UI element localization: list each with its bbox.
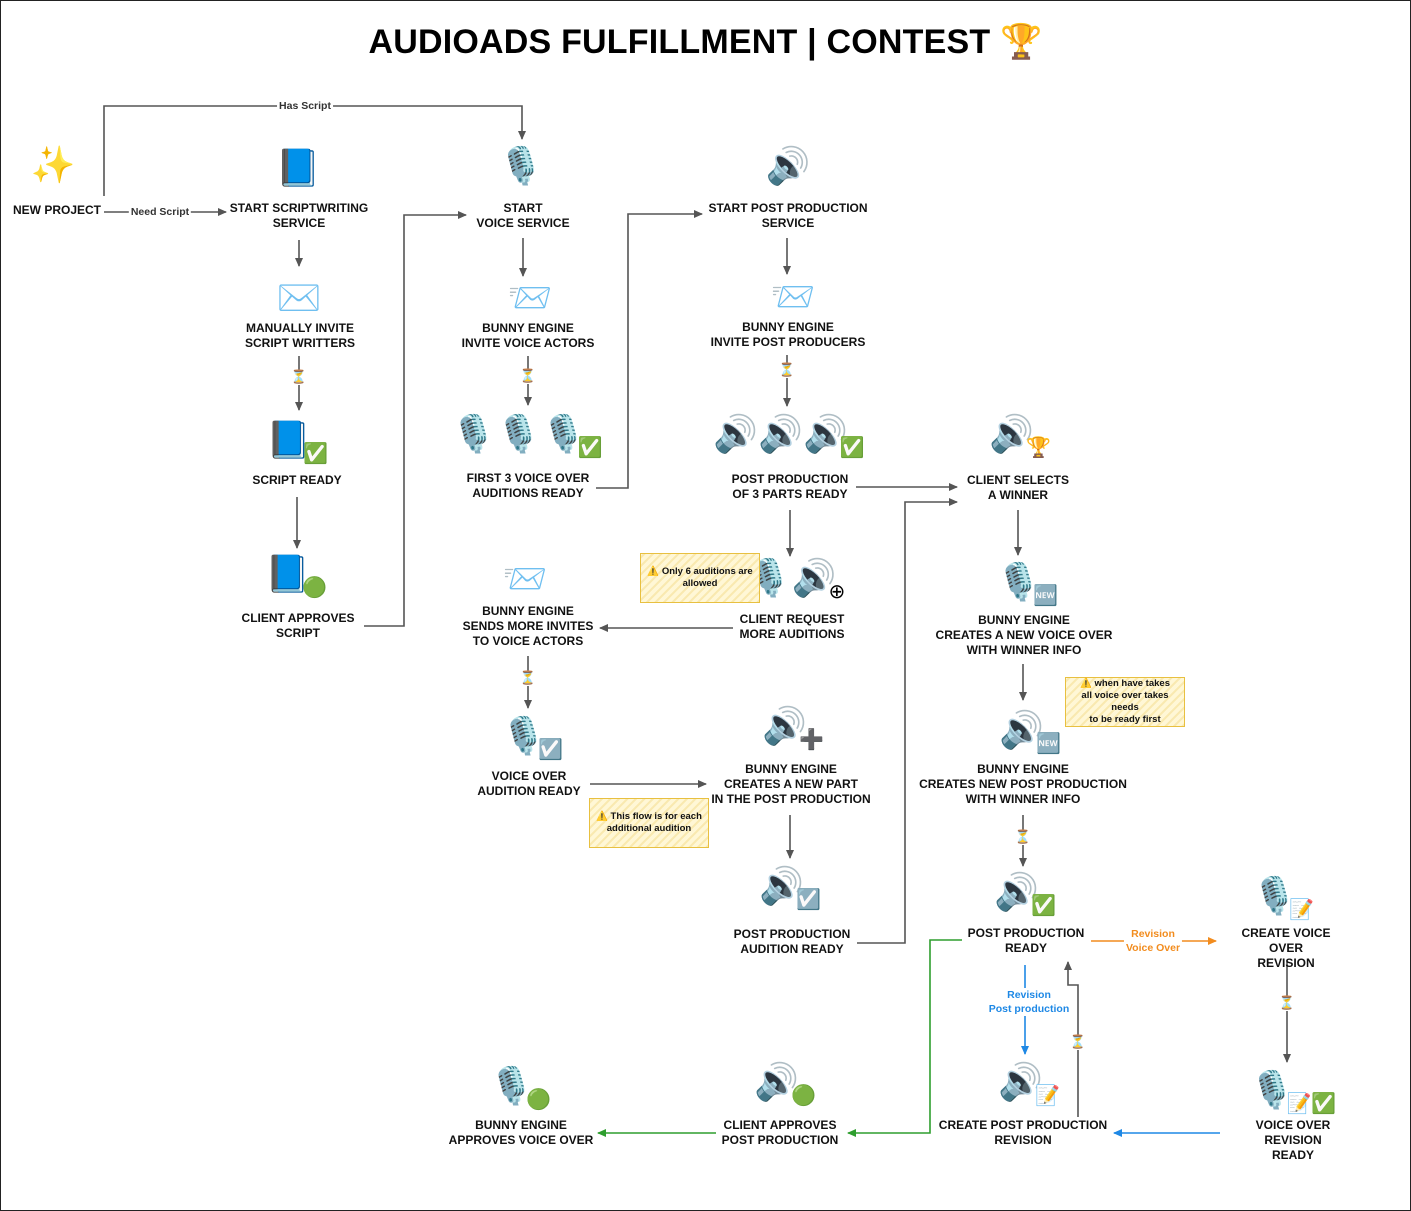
node-voice-revision-ready: VOICE OVER REVISION READY xyxy=(1255,1118,1331,1162)
node-post-audition-ready: POST PRODUCTION AUDITION READY xyxy=(733,927,851,956)
node-manually-invite: MANUALLY INVITE SCRIPT WRITTERS xyxy=(245,321,355,350)
node-bunny-approves-voice: BUNNY ENGINE APPROVES VOICE OVER xyxy=(448,1118,594,1147)
book-check-icon: 📘✅ xyxy=(266,420,328,465)
book-green-dot-icon: 📘🟢 xyxy=(265,554,327,599)
node-bunny-new-voice-winner: BUNNY ENGINE CREATES A NEW VOICE OVER WI… xyxy=(935,613,1113,657)
hourglass-icon: ⏳ xyxy=(290,370,308,385)
node-bunny-sends-more: BUNNY ENGINE SENDS MORE INVITES TO VOICE… xyxy=(462,604,594,648)
three-speakers-check-icon: 🔊🔊🔊✅ xyxy=(713,414,865,459)
flying-envelope-icon: 📨 xyxy=(770,277,816,318)
node-start-post: START POST PRODUCTION SERVICE xyxy=(708,201,868,230)
node-client-request-more: CLIENT REQUEST MORE AUDITIONS xyxy=(739,612,845,641)
node-script-ready: SCRIPT READY xyxy=(252,473,342,487)
node-client-approves-post: CLIENT APPROVES POST PRODUCTION xyxy=(721,1118,839,1147)
edge-label-revision-post-production: Revision Post production xyxy=(986,988,1072,1016)
mic-new-icon: 🎙️🆕 xyxy=(996,562,1058,607)
hourglass-icon: ⏳ xyxy=(519,671,537,686)
hourglass-icon: ⏳ xyxy=(519,369,537,384)
page-title: AUDIOADS FULFILLMENT | CONTEST 🏆 xyxy=(368,23,1043,61)
note-each-additional-audition: ⚠️ This flow is for each additional audi… xyxy=(589,798,709,848)
node-create-voice-revision: CREATE VOICE OVER REVISION xyxy=(1241,926,1331,970)
edge-postrev-ready xyxy=(1064,961,1079,1117)
speaker-new-icon: 🔊🆕 xyxy=(999,710,1061,755)
node-client-selects-winner: CLIENT SELECTS A WINNER xyxy=(966,473,1070,502)
blue-book-icon: 📘 xyxy=(275,148,321,189)
node-create-post-revision: CREATE POST PRODUCTION REVISION xyxy=(938,1118,1108,1147)
mic-memo-icon: 🎙️📝 xyxy=(1252,876,1314,921)
node-post-production-ready: POST PRODUCTION READY xyxy=(967,926,1085,955)
node-voice-audition-ready: VOICE OVER AUDITION READY xyxy=(477,769,581,798)
node-first-3-voice: FIRST 3 VOICE OVER AUDITIONS READY xyxy=(466,471,590,500)
three-mics-check-icon: 🎙️🎙️🎙️✅ xyxy=(451,414,603,459)
hourglass-icon: ⏳ xyxy=(1014,830,1032,845)
edge-approves-startvoice xyxy=(364,211,467,627)
node-new-project: NEW PROJECT xyxy=(12,203,102,217)
node-start-voice: START VOICE SERVICE xyxy=(476,201,570,230)
mic-checkbox-icon: 🎙️☑️ xyxy=(501,716,563,761)
hourglass-icon: ⏳ xyxy=(1069,1035,1087,1050)
note-when-have-takes: ⚠️ when have takes all voice over takes … xyxy=(1065,677,1185,727)
envelope-icon: ✉️ xyxy=(276,278,322,319)
speaker-icon: 🔊 xyxy=(765,146,811,187)
hourglass-icon: ⏳ xyxy=(778,363,796,378)
sparkles-icon: ✨ xyxy=(30,145,76,186)
speaker-check-icon: 🔊✅ xyxy=(994,872,1056,917)
flying-envelope-icon: 📨 xyxy=(502,559,548,600)
node-bunny-invite-post: BUNNY ENGINE INVITE POST PRODUCERS xyxy=(710,320,866,349)
note-only-6-auditions: ⚠️ Only 6 auditions are allowed xyxy=(640,553,760,603)
hourglass-icon: ⏳ xyxy=(1278,996,1296,1011)
mic-memo-check-icon: 🎙️📝✅ xyxy=(1249,1070,1337,1115)
flying-envelope-icon: 📨 xyxy=(507,278,553,319)
speaker-green-dot-icon: 🔊🟢 xyxy=(754,1062,816,1107)
node-post-3-parts: POST PRODUCTION OF 3 PARTS READY xyxy=(731,472,849,501)
node-start-scriptwriting: START SCRIPTWRITING SERVICE xyxy=(229,201,369,230)
microphone-icon: 🎙️ xyxy=(498,146,544,187)
edge-postaudition-winner xyxy=(857,498,958,944)
node-bunny-invite-voice: BUNNY ENGINE INVITE VOICE ACTORS xyxy=(461,321,595,350)
mic-green-dot-icon: 🎙️🟢 xyxy=(489,1066,551,1111)
speaker-checkbox-icon: 🔊☑️ xyxy=(759,866,821,911)
edge-first3-startpost xyxy=(596,210,703,489)
edge-label-has-script: Has Script xyxy=(277,99,333,113)
node-bunny-new-part: BUNNY ENGINE CREATES A NEW PART IN THE P… xyxy=(711,762,871,806)
edge-label-need-script: Need Script xyxy=(128,205,192,219)
edge-label-revision-voice-over: Revision Voice Over xyxy=(1123,927,1183,955)
speaker-memo-icon: 🔊📝 xyxy=(998,1062,1060,1107)
mic-speaker-plus-icon: 🎙️🔊⊕ xyxy=(746,558,846,603)
node-client-approves-script: CLIENT APPROVES SCRIPT xyxy=(241,611,355,640)
edge-ready-clientapproves xyxy=(847,939,962,1137)
speaker-plus-icon: 🔊➕ xyxy=(762,706,824,751)
speaker-trophy-icon: 🔊🏆 xyxy=(989,414,1051,459)
node-bunny-new-post-winner: BUNNY ENGINE CREATES NEW POST PRODUCTION… xyxy=(919,762,1127,806)
